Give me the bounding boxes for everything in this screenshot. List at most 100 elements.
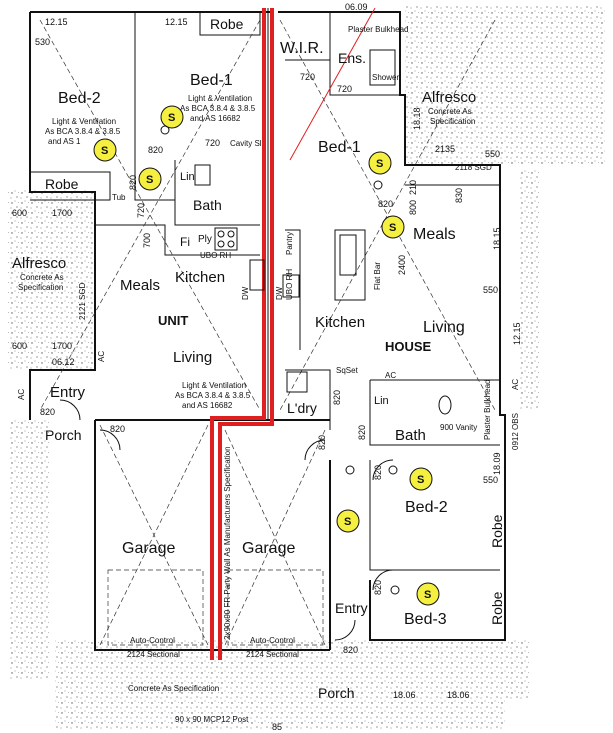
fan-icon [345, 465, 355, 475]
room-wir: W.I.R. [280, 40, 324, 57]
garage-door-right [227, 569, 324, 646]
shower-ens [369, 49, 396, 86]
room-bed2-house: Bed-2 [405, 499, 448, 516]
room-porch-unit: Porch [45, 427, 82, 443]
smoke-detector-icon: S [93, 138, 117, 162]
dim-1215-a: 12.15 [45, 17, 68, 27]
dim-820-c: 820 [40, 407, 55, 417]
svg-text:S: S [168, 112, 175, 124]
room-kitchen-unit: Kitchen [175, 269, 225, 286]
note-sectional-right: 2124 Sectional [246, 650, 299, 659]
room-porch-house: Porch [318, 685, 355, 701]
note-plaster-bulkhead: Plaster Bulkhead [348, 25, 408, 34]
room-robe-right1: Robe [489, 514, 505, 548]
red-diagonal-line [289, 7, 376, 161]
dim-1700-a: 1700 [52, 208, 72, 218]
note-obs-right: 0912 OBS [511, 413, 520, 450]
dim-600-b: 600 [12, 341, 27, 351]
wall-ldry [285, 369, 331, 430]
room-entry-unit: Entry [50, 384, 86, 401]
smoke-detector-icon: S [409, 467, 433, 491]
dim-820-d: 820 [110, 424, 125, 434]
wall-right-house [369, 175, 506, 641]
wall-ens [329, 12, 400, 96]
door-swing-garage-house [304, 439, 326, 461]
note-bed2-1: Light & Ventilation [52, 117, 116, 126]
dim-210: 210 [408, 180, 418, 195]
room-kitchen-house: Kitchen [315, 314, 365, 331]
note-lv-living-3: and AS 16682 [182, 401, 233, 410]
dim-0609: 06.09 [345, 2, 368, 12]
room-meals-house: Meals [413, 226, 456, 243]
room-ply: Ply [198, 234, 212, 245]
garage-doors [107, 569, 324, 646]
note-ubo-rh-right: UBO RH [285, 269, 294, 300]
dim-1700-b: 1700 [52, 341, 72, 351]
note-alfresco-left-2: Specification [18, 283, 63, 292]
smoke-detector-icon: S [336, 509, 360, 533]
note-lv-bed1-3: and AS 16682 [190, 114, 241, 123]
room-ens: Ens. [338, 50, 366, 66]
fan-icon [390, 585, 400, 595]
dim-550-c: 550 [483, 475, 498, 485]
diag-unit-a [39, 19, 261, 411]
door-swing-bed3 [372, 569, 394, 591]
svg-text:S: S [344, 516, 351, 528]
room-meals-unit: Meals [120, 277, 160, 294]
dim-820-a: 820 [148, 145, 163, 155]
alfresco-left-slab [8, 190, 93, 370]
note-ac-left: AC [97, 351, 106, 362]
note-shower: Shower [372, 73, 399, 82]
fan-icon [160, 125, 170, 135]
dim-0612: 06.12 [52, 357, 75, 367]
note-bed2-3: and AS 1 [48, 137, 81, 146]
svg-text:S: S [146, 174, 153, 186]
svg-text:S: S [389, 222, 396, 234]
dim-1815: 18.15 [492, 227, 502, 250]
dim-720-b: 720 [300, 72, 315, 82]
dim-820-e: 820 [332, 390, 342, 405]
note-lv-living-2: As BCA 3.8.4 & 3.8.5 [175, 391, 251, 400]
party-wall [210, 8, 274, 660]
room-unit-label: UNIT [158, 313, 188, 328]
wall-bottom-unit [94, 420, 330, 651]
note-cavity: Cavity Sl [230, 139, 262, 148]
room-garage-left: Garage [122, 540, 175, 557]
room-robe-top: Robe [210, 16, 244, 32]
cooktop-unit [214, 227, 238, 251]
room-bath-unit: Bath [193, 197, 222, 213]
dim-1806-a: 18.06 [393, 690, 416, 700]
dim-720-c: 720 [337, 84, 352, 94]
room-bed3-house: Bed-3 [404, 611, 447, 628]
dim-830: 830 [454, 188, 464, 203]
svg-text:S: S [417, 474, 424, 486]
wall-bath-house [369, 380, 500, 446]
dim-530: 530 [35, 37, 50, 47]
note-flat-bar: Flat Bar [373, 262, 382, 290]
dim-1215-b: 12.15 [165, 17, 188, 27]
wall-bed2-house [369, 460, 500, 571]
note-vanity: 900 Vanity [440, 423, 477, 432]
hob-2 [227, 230, 235, 238]
note-lv-bed1-1: Light & Ventilation [188, 94, 252, 103]
room-alfresco-right: Alfresco [422, 89, 476, 106]
dim-1215-c: 12.15 [512, 322, 522, 345]
note-dw-left: DW [241, 286, 250, 300]
dim-550-b: 550 [483, 285, 498, 295]
diag-garage-b [99, 424, 209, 646]
room-entry-house: Entry [335, 600, 368, 616]
room-living-unit: Living [173, 349, 212, 366]
note-ubo-rh-left: UBO RH [200, 251, 231, 260]
room-fi: Fi [180, 235, 190, 249]
dimensions: 12.15 12.15 06.09 530 720 720 720 720 82… [12, 2, 522, 732]
room-living-house: Living [423, 319, 465, 336]
room-bed2-unit: Bed-2 [58, 90, 101, 107]
wall-pantry [285, 229, 301, 350]
garage-door-left [107, 569, 204, 646]
smoke-detector-icon: S [160, 105, 184, 129]
dim-600-a: 600 [12, 208, 27, 218]
note-sgd-left: 2121 SGD [78, 282, 87, 320]
hob-3 [217, 240, 225, 248]
vanity-unit [194, 164, 211, 186]
room-ldry: L'dry [287, 400, 317, 416]
